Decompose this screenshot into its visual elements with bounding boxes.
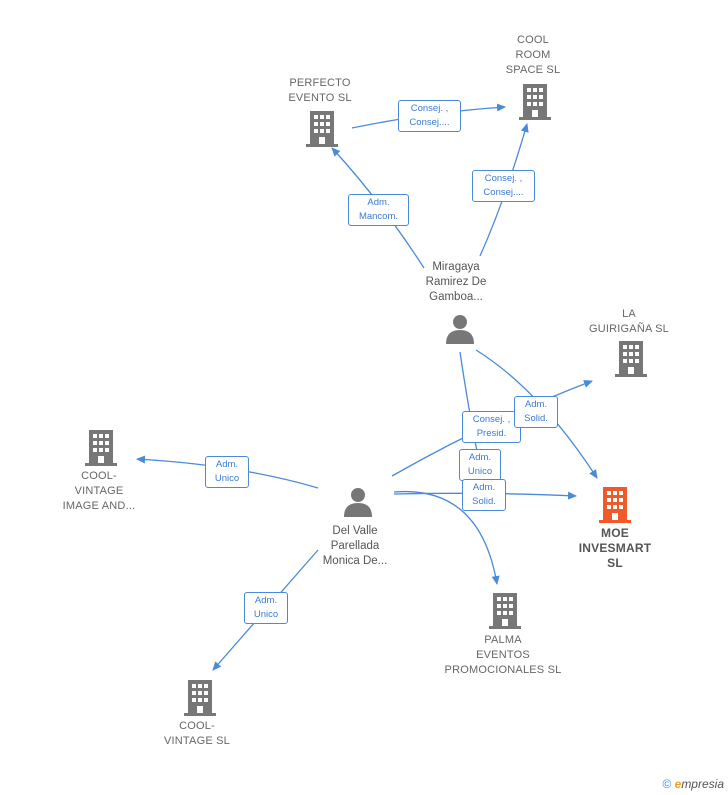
label-line: VINTAGE [74, 485, 124, 497]
label-line: MOE [601, 526, 629, 540]
label-line: Adm. [524, 399, 548, 410]
label-line: LA [622, 308, 636, 320]
label-line: PALMA [484, 634, 522, 646]
edge-label-delvalle-moe: Adm. Solid. [462, 479, 506, 511]
building-icon[interactable] [85, 430, 117, 466]
label-line: ROOM [515, 49, 551, 61]
brand-name: mpresia [681, 777, 724, 791]
building-icon[interactable] [519, 84, 551, 120]
edge-label-delvalle-laguiriga: Consej. , Presid. [462, 411, 521, 443]
label-line: Gamboa... [429, 291, 483, 303]
label-line: PERFECTO [289, 77, 351, 89]
edge-label-miragaya-coolroom: Consej. , Consej.... [472, 170, 535, 202]
edge-label-perfecto-coolroom: Consej. , Consej.... [398, 100, 461, 132]
label-line: Consej.... [483, 187, 524, 198]
edge-label-miragaya-perfecto: Adm. Mancom. [348, 194, 409, 226]
building-icon[interactable] [306, 111, 338, 147]
label-line: Parellada [330, 540, 380, 552]
label-line: COOL- [81, 470, 117, 482]
label-line: Solid. [524, 413, 548, 424]
label-line: IMAGE AND... [62, 500, 136, 512]
label-line: Unico [214, 473, 240, 484]
building-icon[interactable] [615, 341, 647, 377]
company-label-cool-vintage-sl[interactable]: COOL- VINTAGE SL [147, 719, 247, 749]
company-label-perfecto-evento[interactable]: PERFECTO EVENTO SL [270, 76, 370, 106]
label-line: SPACE SL [505, 64, 561, 76]
label-line: INVESMART [578, 541, 652, 555]
label-line: EVENTO SL [288, 92, 352, 104]
label-line: Consej. , [484, 173, 523, 184]
label-line: Adm. [367, 197, 390, 208]
brand-logo: © empresia [662, 777, 724, 791]
label-line: SL [607, 556, 623, 570]
label-line: Adm. [472, 482, 496, 493]
edge-delvalle-palma [393, 490, 500, 585]
label-line: EVENTOS [476, 649, 530, 661]
label-line: Miragaya [432, 261, 480, 273]
copyright-icon: © [662, 777, 672, 791]
label-line: Adm. [254, 595, 278, 606]
company-label-cool-room-space[interactable]: COOL ROOM SPACE SL [483, 33, 583, 78]
label-line: Adm. [215, 459, 239, 470]
person-icon[interactable] [343, 487, 373, 517]
label-line: PROMOCIONALES SL [444, 664, 562, 676]
company-label-cool-vintage-image[interactable]: COOL- VINTAGE IMAGE AND... [49, 469, 149, 514]
edge-label-delvalle-palma: Adm. Unico [459, 449, 501, 481]
person-icon[interactable] [445, 314, 475, 344]
label-line: VINTAGE SL [164, 735, 230, 747]
label-line: Consej.... [409, 117, 450, 128]
label-line: Unico [253, 609, 279, 620]
company-label-palma-eventos[interactable]: PALMA EVENTOS PROMOCIONALES SL [433, 633, 573, 678]
label-line: Del Valle [332, 525, 378, 537]
building-icon[interactable] [184, 680, 216, 716]
building-icon[interactable] [599, 487, 631, 523]
label-line: GUIRIGAÑA SL [588, 323, 670, 335]
building-icon[interactable] [489, 593, 521, 629]
edge-label-delvalle-coolvintagesl: Adm. Unico [244, 592, 288, 624]
label-line: Solid. [472, 496, 496, 507]
label-line: Adm. [468, 452, 492, 463]
company-label-moe-invesmart[interactable]: MOE INVESMART SL [560, 526, 670, 571]
label-line: COOL- [179, 720, 215, 732]
person-label-miragaya[interactable]: Miragaya Ramirez De Gamboa... [406, 260, 506, 305]
label-line: Consej. , [410, 103, 449, 114]
label-line: Consej. , [472, 414, 511, 425]
edge-label-miragaya-moe: Adm. Solid. [514, 396, 558, 428]
label-line: Mancom. [358, 211, 399, 222]
label-line: Monica De... [322, 555, 388, 567]
brand-e: e [674, 777, 682, 791]
label-line: Unico [467, 466, 493, 477]
company-label-la-guiriga[interactable]: LA GUIRIGAÑA SL [574, 307, 684, 337]
label-line: Presid. [476, 428, 507, 439]
label-line: Ramirez De [425, 276, 487, 288]
edge-label-delvalle-coolvintageimage: Adm. Unico [205, 456, 249, 488]
label-line: COOL [517, 34, 549, 46]
person-label-del-valle[interactable]: Del Valle Parellada Monica De... [305, 524, 405, 569]
